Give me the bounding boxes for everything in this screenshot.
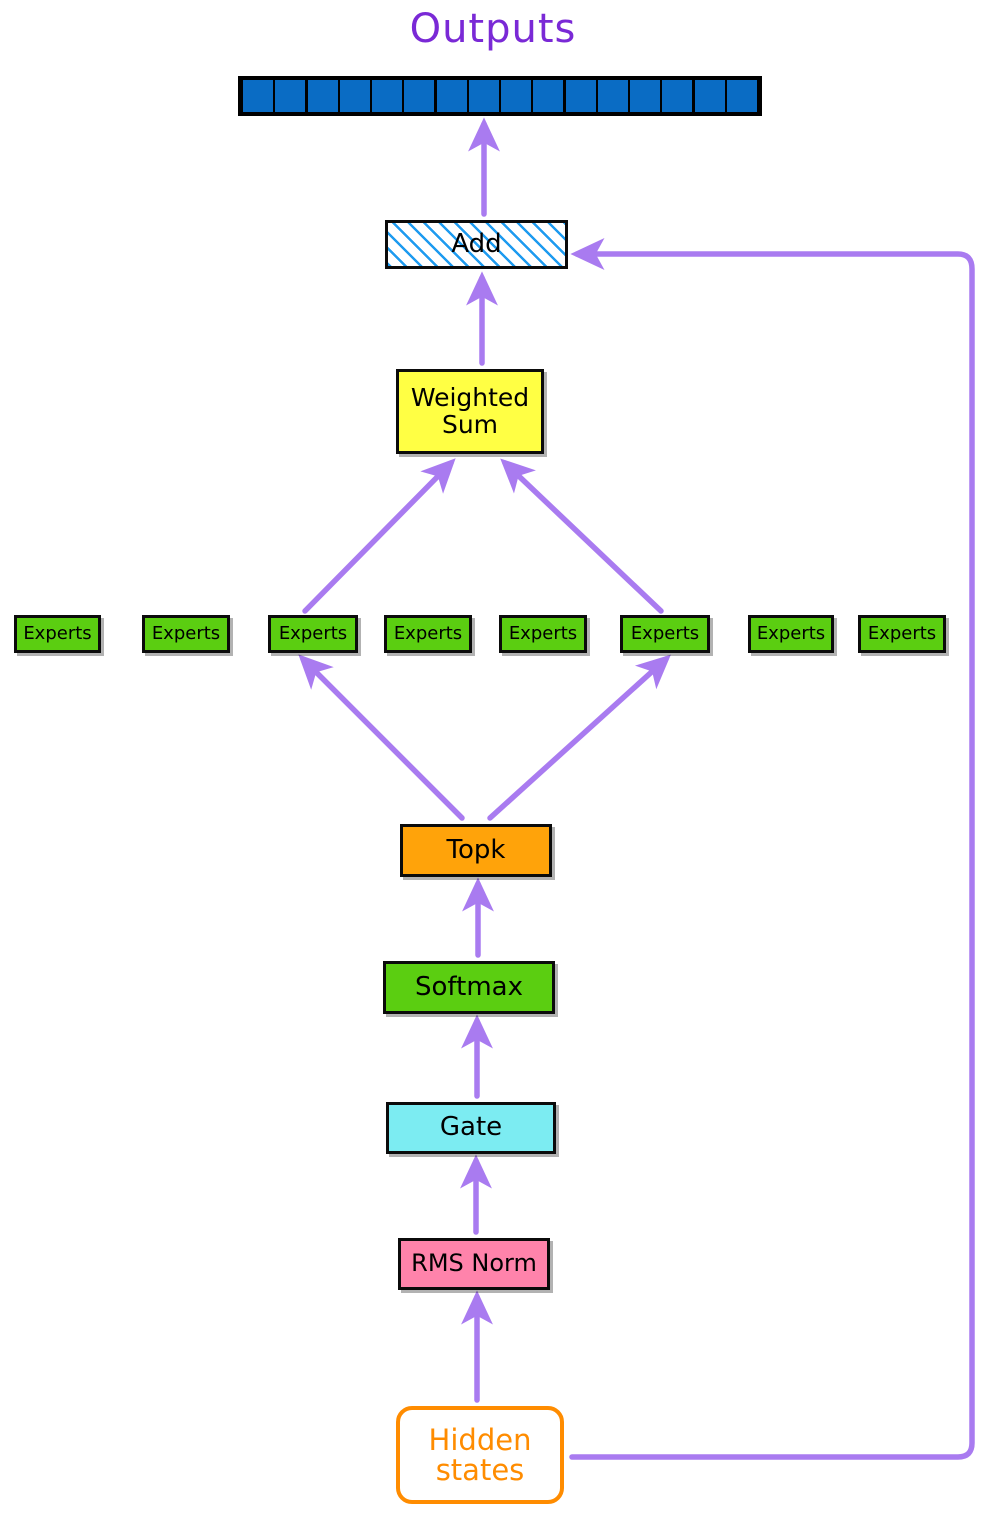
outputs-vector bbox=[238, 76, 762, 116]
edge-topk-to-expert3 bbox=[298, 654, 465, 821]
node-softmax[interactable]: Softmax bbox=[383, 961, 555, 1014]
node-expert-4[interactable]: Experts bbox=[384, 615, 472, 653]
node-expert-1[interactable]: Experts bbox=[14, 615, 101, 653]
node-expert-5-label: Experts bbox=[508, 622, 578, 644]
node-expert-3-label: Experts bbox=[278, 622, 348, 644]
node-expert-4-label: Experts bbox=[393, 622, 463, 644]
node-hidden-states-label: Hidden states bbox=[428, 1422, 532, 1487]
node-softmax-label: Softmax bbox=[415, 971, 523, 1002]
output-cell bbox=[275, 80, 306, 112]
output-cell bbox=[694, 80, 725, 112]
node-gate[interactable]: Gate bbox=[386, 1102, 556, 1154]
node-add-label: Add bbox=[451, 228, 502, 259]
node-expert-7[interactable]: Experts bbox=[748, 615, 834, 653]
node-expert-2-label: Experts bbox=[151, 622, 221, 644]
node-rms-norm[interactable]: RMS Norm bbox=[398, 1238, 550, 1290]
output-cell bbox=[243, 80, 274, 112]
node-expert-6-label: Experts bbox=[630, 622, 700, 644]
output-cell bbox=[307, 80, 338, 112]
node-weighted-sum-label: Weighted Sum bbox=[410, 383, 530, 439]
node-expert-8[interactable]: Experts bbox=[858, 615, 946, 653]
node-expert-1-label: Experts bbox=[23, 622, 92, 644]
output-cell bbox=[630, 80, 661, 112]
output-cell bbox=[726, 80, 757, 112]
output-cell bbox=[339, 80, 370, 112]
output-cell bbox=[501, 80, 532, 112]
node-topk[interactable]: Topk bbox=[400, 824, 552, 877]
output-cell bbox=[372, 80, 403, 112]
output-cell bbox=[468, 80, 499, 112]
output-cell bbox=[662, 80, 693, 112]
edge-topk-to-expert6 bbox=[487, 654, 671, 821]
output-cell bbox=[404, 80, 435, 112]
node-expert-8-label: Experts bbox=[867, 622, 937, 644]
node-expert-7-label: Experts bbox=[756, 622, 826, 644]
node-expert-6[interactable]: Experts bbox=[620, 615, 710, 653]
output-cell bbox=[597, 80, 628, 112]
edge-residual-bypass bbox=[569, 238, 975, 1460]
node-gate-label: Gate bbox=[439, 1112, 503, 1143]
node-expert-2[interactable]: Experts bbox=[142, 615, 230, 653]
node-expert-3[interactable]: Experts bbox=[268, 615, 358, 653]
output-cell bbox=[533, 80, 564, 112]
page-title: Outputs bbox=[409, 6, 577, 52]
output-cell bbox=[565, 80, 596, 112]
node-weighted-sum[interactable]: Weighted Sum bbox=[396, 369, 544, 454]
node-topk-label: Topk bbox=[446, 834, 506, 865]
node-rms-norm-label: RMS Norm bbox=[411, 1249, 537, 1278]
output-cell bbox=[436, 80, 467, 112]
node-expert-5[interactable]: Experts bbox=[499, 615, 587, 653]
edge-expert3-to-weightedsum bbox=[302, 458, 456, 614]
edge-expert6-to-weightedsum bbox=[500, 458, 664, 614]
node-add[interactable]: Add bbox=[385, 220, 568, 269]
node-hidden-states[interactable]: Hidden states bbox=[396, 1406, 564, 1504]
